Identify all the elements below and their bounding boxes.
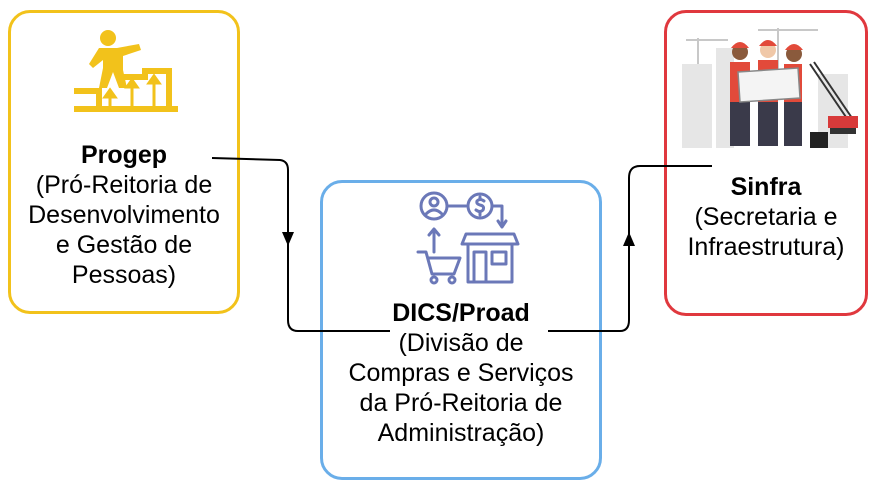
progep-description: (Pró-Reitoria de Desenvolvimento e Gestã… (28, 171, 220, 289)
construction-workers-blueprint-icon (682, 28, 858, 148)
arrowhead-down (282, 232, 294, 246)
arrowhead-up (623, 232, 635, 246)
dics-title: DICS/Proad (392, 299, 530, 327)
progep-node-box (8, 10, 240, 314)
sinfra-description: (Secretaria e Infraestrutura) (687, 203, 845, 261)
sinfra-label: Sinfra (Secretaria e Infraestrutura) (664, 172, 868, 262)
dics-description: (Divisão de Compras e Serviços da Pró-Re… (348, 329, 574, 447)
progep-label: Progep (Pró-Reitoria de Desenvolvimento … (0, 140, 248, 290)
purchasing-cart-store-icon (416, 191, 520, 285)
person-climbing-stairs-icon (74, 30, 178, 112)
progep-title: Progep (80, 141, 168, 169)
dics-label: DICS/Proad (Divisão de Compras e Serviço… (320, 298, 602, 448)
sinfra-title: Sinfra (730, 173, 802, 201)
